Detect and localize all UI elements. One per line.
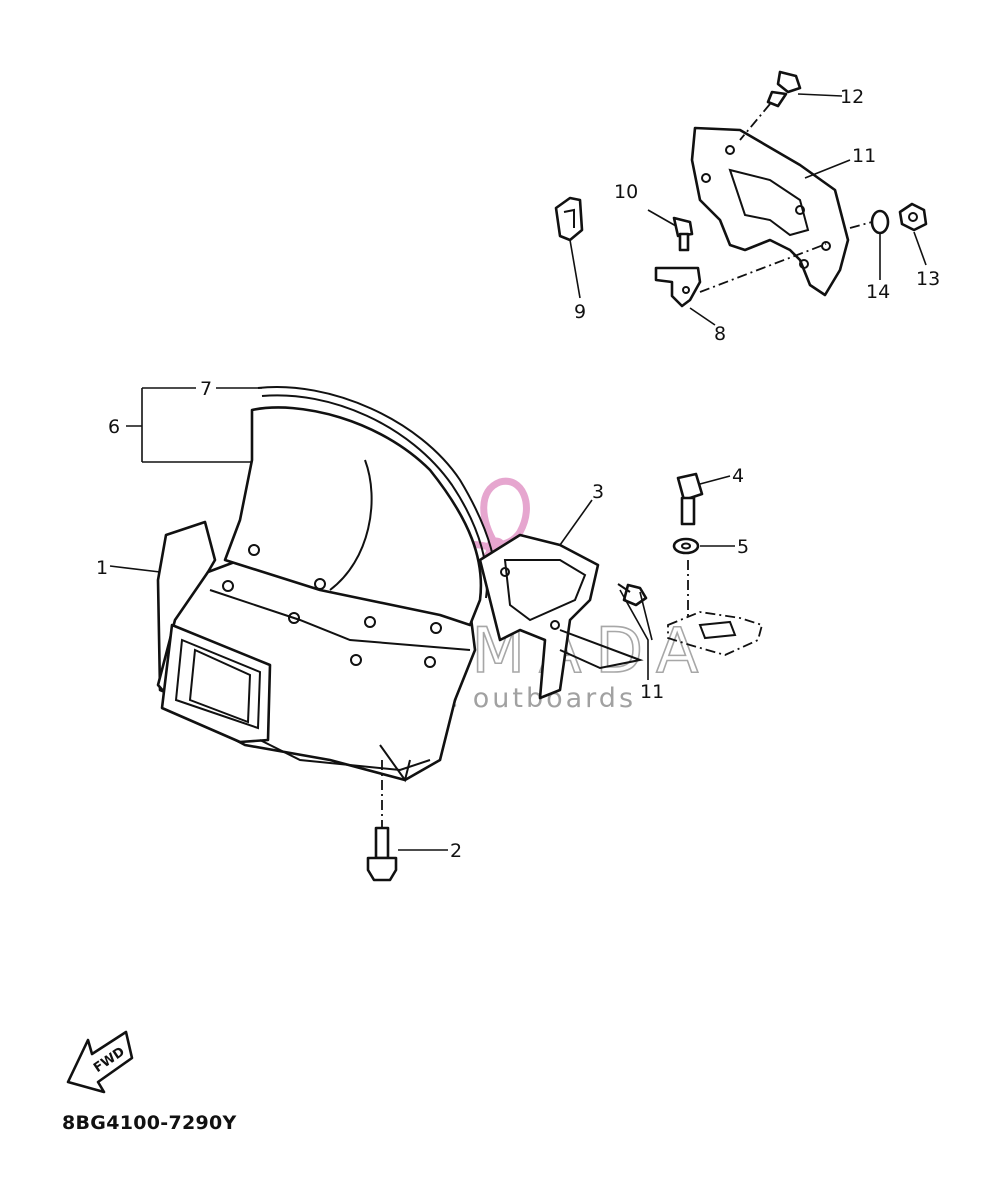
- nut-axis-line: [849, 221, 873, 229]
- cowling-body: [156, 520, 477, 783]
- part-2-bolt: [366, 760, 398, 882]
- part-8-bracket: [654, 243, 827, 308]
- callout-2: 2: [450, 840, 462, 862]
- callout-11-upper: 11: [852, 145, 876, 167]
- part-14-washer: [870, 209, 890, 235]
- callout-11-lower: 11: [640, 681, 664, 703]
- callout-8: 8: [714, 323, 726, 345]
- callout-13: 13: [916, 268, 940, 290]
- callout-4: 4: [732, 465, 744, 487]
- leader-lines: [109, 93, 927, 851]
- callout-5: 5: [737, 536, 749, 558]
- callout-6: 6: [108, 416, 120, 438]
- callout-10: 10: [614, 181, 638, 203]
- part-10-screw: [672, 216, 694, 252]
- fwd-arrow-icon: FWD: [66, 1030, 134, 1094]
- callout-3: 3: [592, 481, 604, 503]
- part-13-nut: [898, 202, 928, 232]
- callout-14: 14: [866, 281, 890, 303]
- diagram-code: 8BG4100-7290Y: [62, 1112, 237, 1134]
- callout-1: 1: [96, 557, 108, 579]
- callout-9: 9: [574, 301, 586, 323]
- part-9-clip: [554, 196, 584, 242]
- windscreen: [223, 386, 498, 634]
- callout-12: 12: [840, 86, 864, 108]
- part-4-bolt: [676, 472, 704, 526]
- callout-7: 7: [200, 378, 212, 400]
- part-11-plate: [690, 126, 850, 297]
- mount-plate: [667, 611, 764, 656]
- part-12-bolt: [739, 70, 802, 141]
- part-5-washer: [672, 537, 700, 555]
